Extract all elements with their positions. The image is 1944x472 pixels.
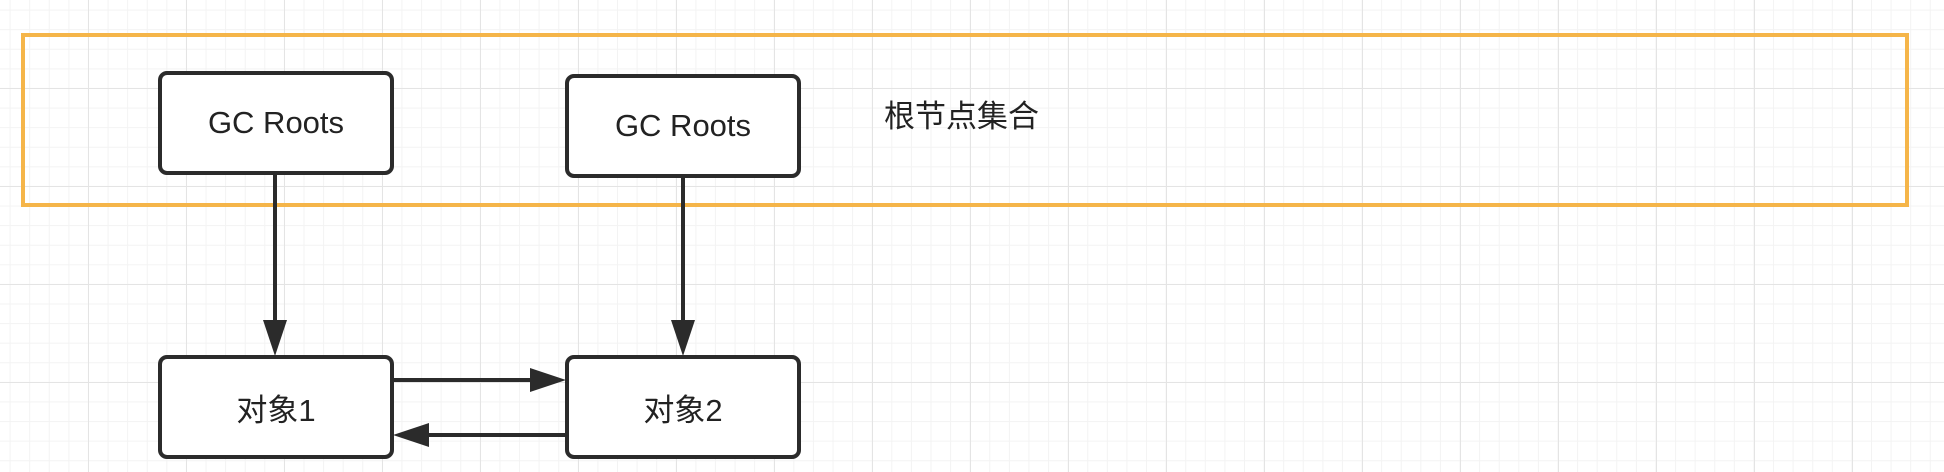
edge-object-2-to-object-1-arrowhead [393,423,429,447]
object-2-node[interactable]: 对象2 [565,355,801,459]
root-set-container [21,33,1909,207]
object-2-label: 对象2 [643,392,723,428]
gc-roots-node-2[interactable]: GC Roots [565,74,801,178]
edge-gc-root-2-to-object-2-arrowhead [671,320,695,356]
gc-roots-node-1[interactable]: GC Roots [158,71,394,175]
object-1-label: 对象1 [236,392,316,428]
edge-gc-root-1-to-object-1-arrowhead [263,320,287,356]
root-set-label: 根节点集合 [884,99,1039,134]
gc-roots-node-2-label: GC Roots [614,108,752,143]
gc-roots-node-1-label: GC Roots [207,105,345,140]
edge-object-1-to-object-2-arrowhead [530,368,566,392]
object-1-node[interactable]: 对象1 [158,355,394,459]
